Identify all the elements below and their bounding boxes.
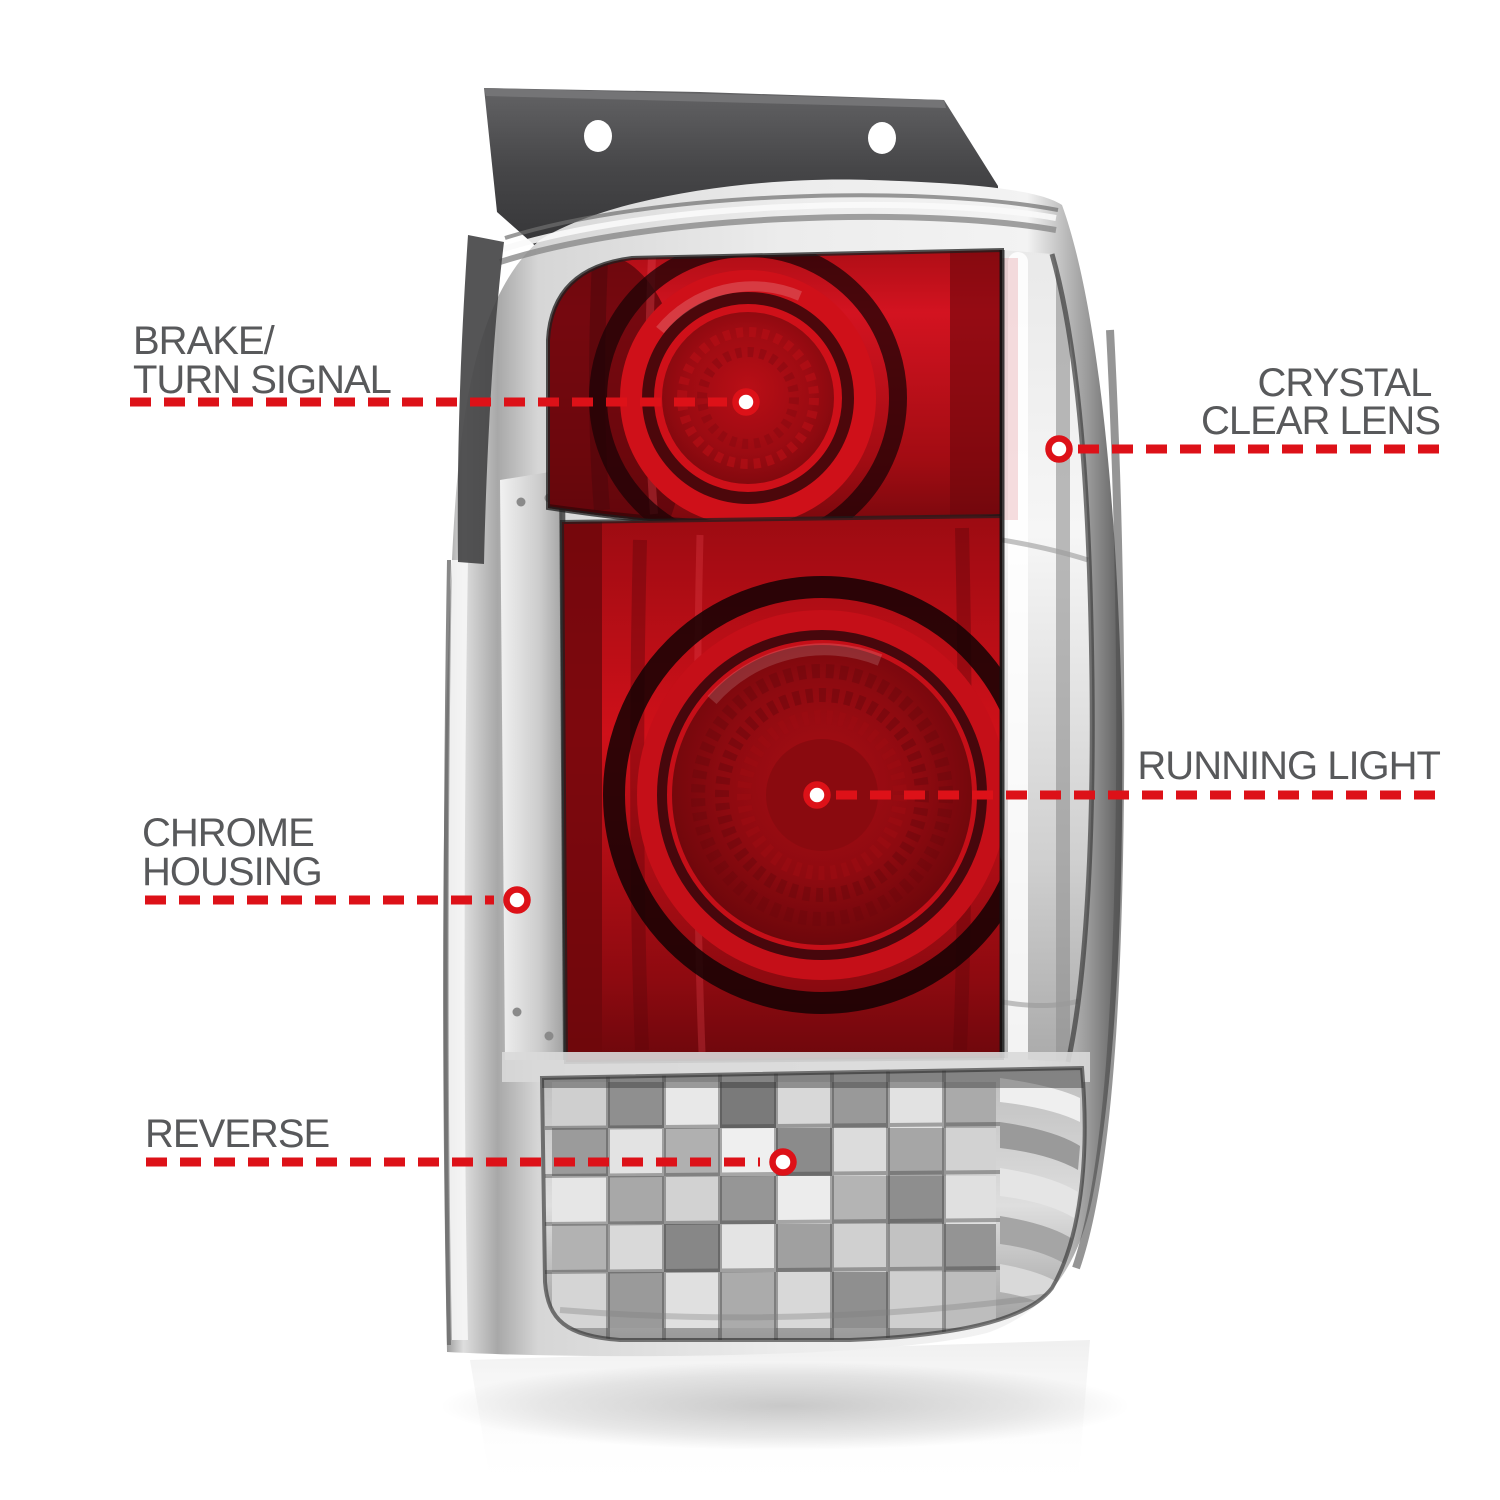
callout-label-line: TURN SIGNAL [133,358,391,402]
callout-dot [732,388,760,416]
callout-brake-turn-signal: BRAKE/ TURN SIGNAL [130,319,760,416]
callout-dot [769,1148,797,1176]
callout-dot [803,781,831,809]
callout-label-reverse: REVERSE [145,1112,329,1156]
tail-light-illustration [440,88,1130,1492]
callout-dot [1045,435,1073,463]
callout-label-line: CRYSTAL [1258,361,1432,405]
callout-reverse: REVERSE [145,1112,797,1176]
callout-label-line: CLEAR LENS [1201,399,1440,443]
reverse-lens-right-ribs [1000,1078,1080,1312]
callout-label-chrome-housing: CHROME HOUSING [142,811,324,894]
bracket-hole-right [868,122,896,154]
callouts: BRAKE/ TURN SIGNAL CRYSTAL CLEAR LENS RU… [130,319,1442,1176]
callout-crystal-clear-lens: CRYSTAL CLEAR LENS [1045,361,1441,463]
brake-light-circle [589,250,907,530]
ground-shadow [440,1340,1130,1492]
callout-label-running-light: RUNNING LIGHT [1137,744,1440,788]
callout-label-line: REVERSE [145,1112,329,1156]
bracket-hole-left [584,120,612,152]
callout-label-line: RUNNING LIGHT [1137,744,1440,788]
callout-label-line: CHROME [142,811,314,855]
callout-dot [503,886,531,914]
reverse-lens [539,1065,1087,1342]
callout-label-crystal-clear-lens: CRYSTAL CLEAR LENS [1201,361,1440,443]
callout-running-light: RUNNING LIGHT [803,744,1442,809]
running-light-lens [559,513,1004,1065]
callout-label-line: BRAKE/ [133,319,276,363]
reverse-lens-facets [552,1082,996,1328]
chrome-side-panel [500,469,569,1061]
callout-chrome-housing: CHROME HOUSING [142,811,531,914]
brake-turn-signal-lens [546,247,1004,532]
callout-label-brake-turn-signal: BRAKE/ TURN SIGNAL [133,319,391,402]
callout-label-line: HOUSING [142,850,322,894]
